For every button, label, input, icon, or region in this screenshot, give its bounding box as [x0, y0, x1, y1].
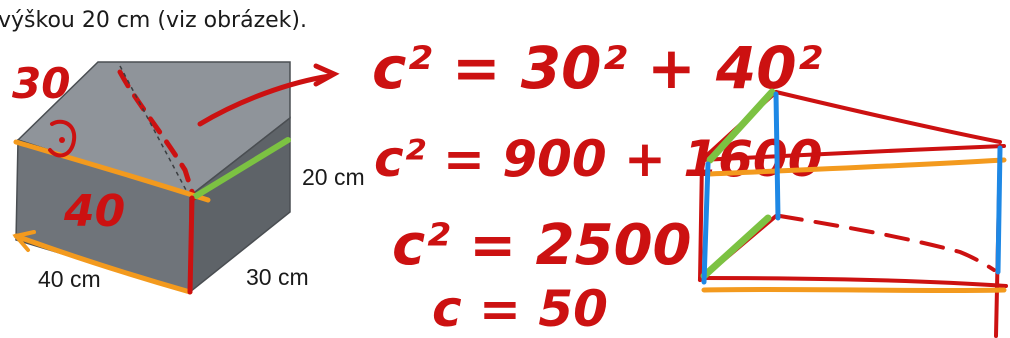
equation-line-1: c² = 30² + 40² [372, 34, 822, 102]
sketch-left-vertical-red [698, 158, 704, 282]
sketch-top-front-red [698, 144, 1006, 162]
sketch-top-back-edge [774, 90, 1002, 144]
sketch-top-front-orange [705, 157, 1007, 177]
sketch-bottom-front-red [698, 276, 1008, 288]
prism-sketch [698, 88, 1008, 338]
annotation-30: 30 [12, 59, 70, 108]
top-diagonal-dashed [117, 69, 197, 201]
orange-bottom-edge [13, 233, 193, 295]
red-vertical-edge [187, 195, 195, 295]
sketch-blue-right [995, 145, 1003, 275]
equation-line-3: c² = 2500 [392, 213, 692, 278]
sketch-green-bottom [700, 214, 772, 280]
sketch-hidden-back-dashed [778, 214, 996, 272]
angle-mark-dot [59, 137, 65, 143]
equation-line-4: c = 50 [432, 280, 608, 338]
length-label: 40 cm [38, 266, 101, 292]
angle-mark-circle [48, 119, 77, 158]
red-arrow-head [313, 63, 340, 87]
orange-bottom-arrowhead [12, 230, 36, 252]
sketch-bottom-front-orange [701, 286, 1007, 294]
sketch-blue-back [773, 91, 781, 221]
annotation-40: 40 [63, 186, 125, 237]
height-label: 20 cm [302, 164, 365, 190]
orange-top-edge [13, 139, 211, 203]
problem-text: výškou 20 cm (viz obrázek). [0, 8, 307, 33]
depth-label: 30 cm [246, 264, 309, 290]
sketch-green-top [706, 88, 776, 164]
red-arrow-curve [197, 73, 333, 127]
sketch-blue-left [701, 161, 711, 285]
green-side-edge [193, 137, 291, 199]
